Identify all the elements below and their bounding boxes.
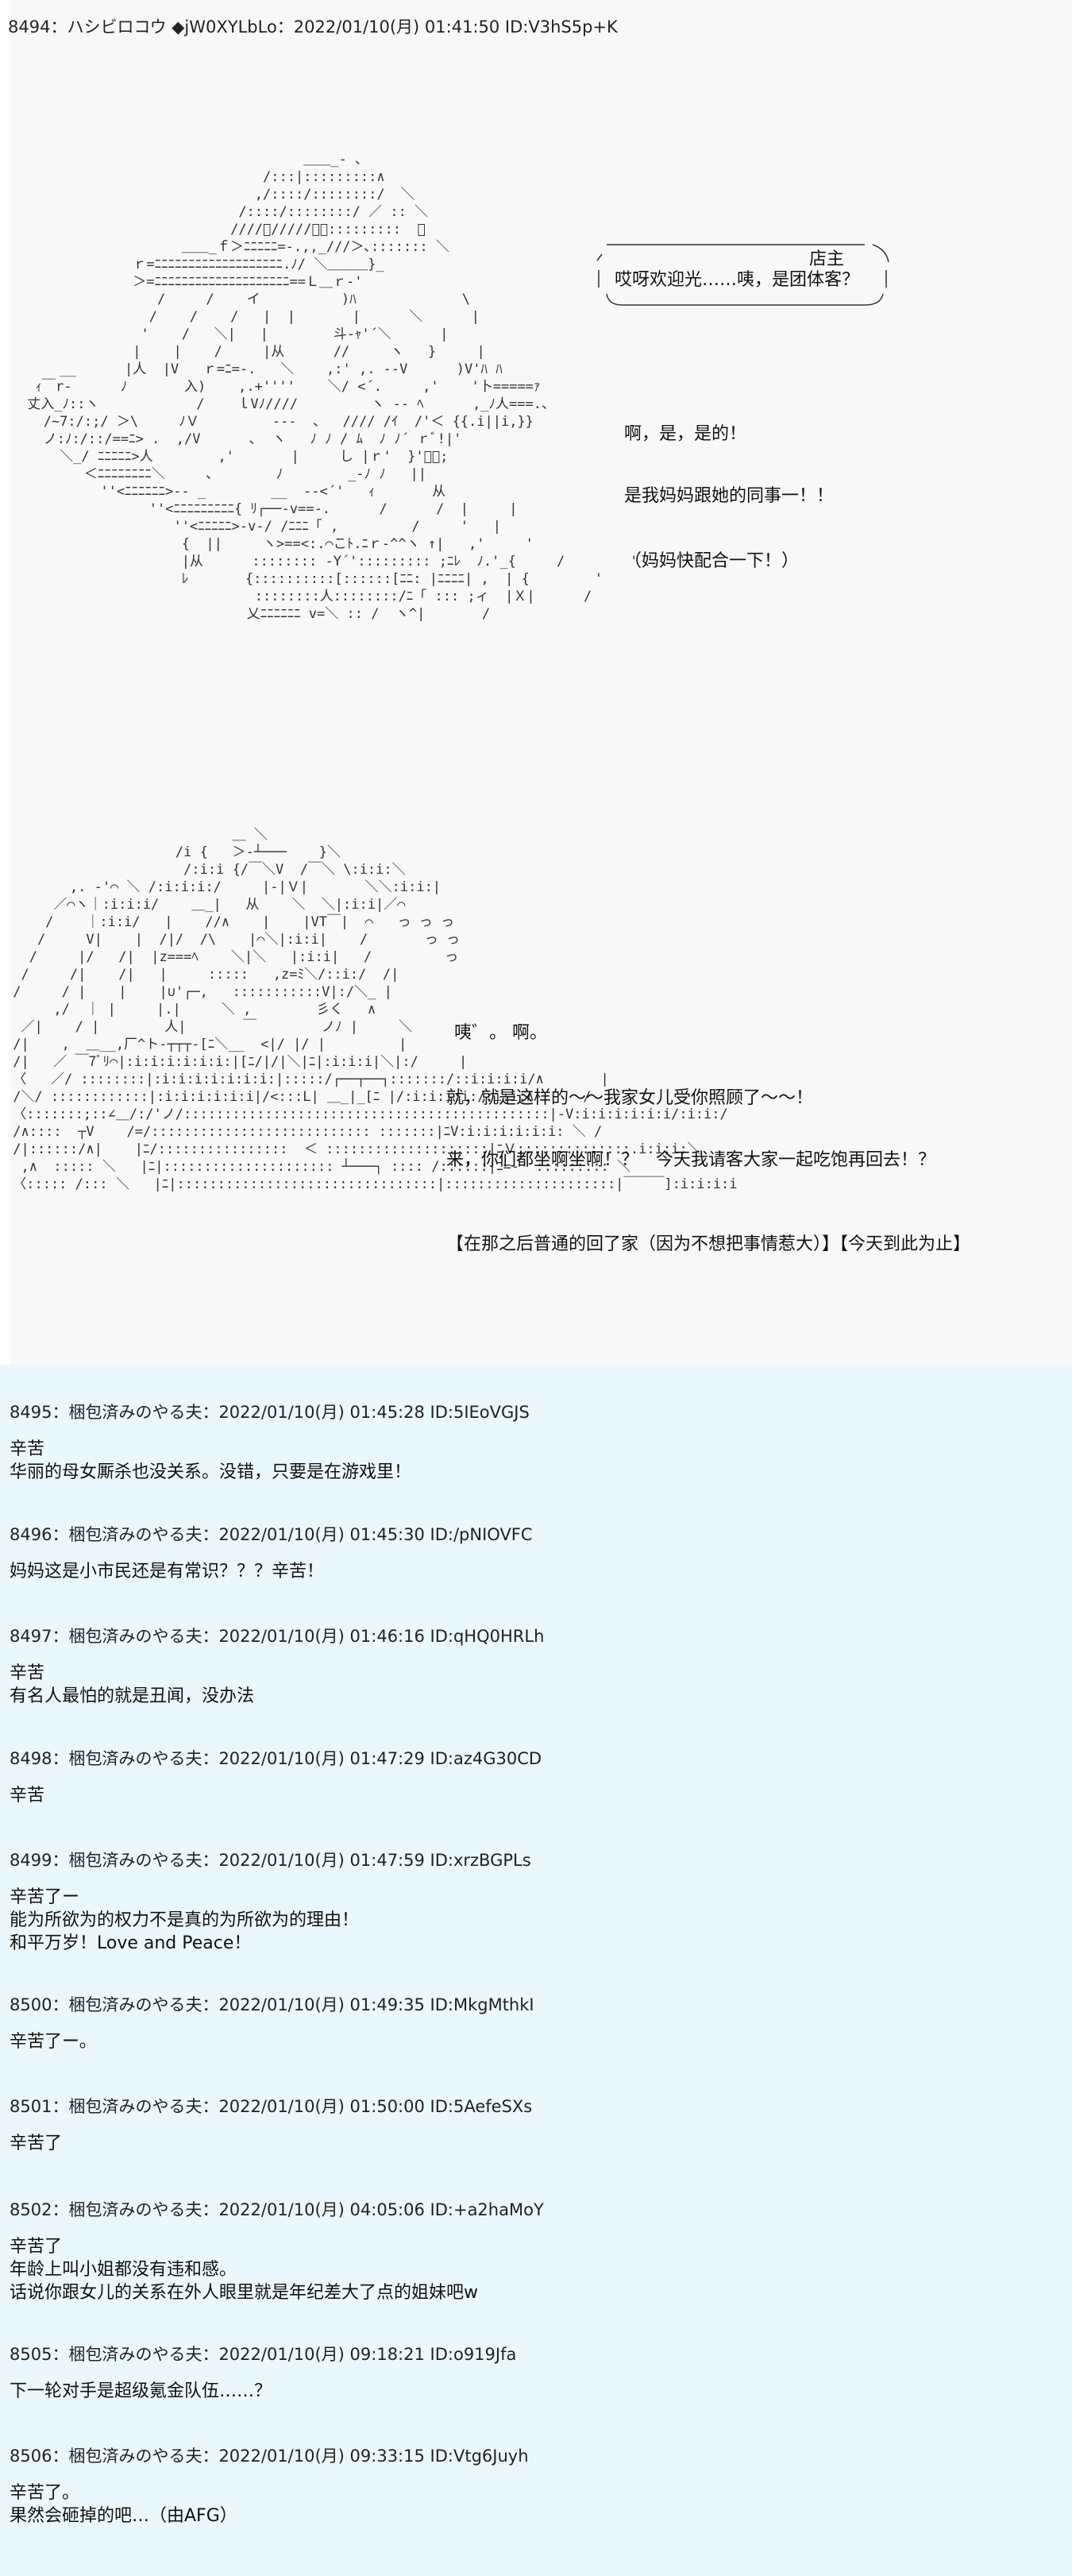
store-label: 店主 xyxy=(809,249,845,269)
reply-body: 辛苦了 xyxy=(10,2134,63,2153)
ascii-art-scene-2: ＿ ＼ /i { ＞‐┴─── }＼ /:i:i {/￣＼V /￣＼ \:i:i… xyxy=(13,827,738,1192)
scene1-line-1: 啊，是，是的！ xyxy=(624,424,747,444)
reply-body: 辛苦了年龄上叫小姐都没有违和感。话说你跟女儿的关系在外人眼里就是年纪差大了点的姐… xyxy=(10,2237,478,2303)
reply-header: 8502：梱包済みのやる夫：2022/01/10(月) 04:05:06 ID:… xyxy=(10,2200,544,2219)
reply-body: 辛苦了。果然会砸掉的吧…（由AFG） xyxy=(10,2483,237,2526)
ascii-art-scene-1: ＿＿_‐ 、 /:::|:::::::::∧ ,/::::/::::::::/ … xyxy=(27,152,638,622)
reply-8500: 8500：梱包済みのやる夫：2022/01/10(月) 01:49:35 ID:… xyxy=(10,1992,1058,2053)
reply-header: 8500：梱包済みのやる夫：2022/01/10(月) 01:49:35 ID:… xyxy=(10,1995,534,2014)
speech-bubble: 店主 哎呀欢迎光……咦，是团体客？ xyxy=(591,238,897,310)
reply-body: 辛苦华丽的母女厮杀也没关系。没错，只要是在游戏里！ xyxy=(10,1439,412,1482)
main-post: 8494：ハシビロコウ ◆jW0XYLbLo：2022/01/10(月) 01:… xyxy=(8,0,1072,1365)
speech-bubble-shape xyxy=(596,244,889,306)
post-header: 8494：ハシビロコウ ◆jW0XYLbLo：2022/01/10(月) 01:… xyxy=(8,17,618,37)
reply-8498: 8498：梱包済みのやる夫：2022/01/10(月) 01:47:29 ID:… xyxy=(10,1746,1058,1807)
scene2-line-1: 咦゛。 啊。 xyxy=(454,1023,547,1043)
reply-8495: 8495：梱包済みのやる夫：2022/01/10(月) 01:45:28 ID:… xyxy=(10,1400,1058,1484)
reply-header: 8498：梱包済みのやる夫：2022/01/10(月) 01:47:29 ID:… xyxy=(10,1749,542,1768)
reply-header: 8499：梱包済みのやる夫：2022/01/10(月) 01:47:59 ID:… xyxy=(10,1851,531,1870)
reply-body: 辛苦了ー能为所欲为的权力不是真的为所欲为的理由！和平万岁！Love and Pe… xyxy=(10,1887,360,1953)
bubble-text: 哎呀欢迎光……咦，是团体客？ xyxy=(615,270,860,290)
scene2-line-3: 来，你们都坐啊坐啊！？ 今天我请客大家一起吃饱再回去！？ xyxy=(446,1150,936,1170)
reply-body: 妈妈这是小市民还是有常识？？？辛苦！ xyxy=(10,1562,325,1582)
scene1-line-3: （妈妈快配合一下！） xyxy=(624,551,800,571)
reply-8502: 8502：梱包済みのやる夫：2022/01/10(月) 04:05:06 ID:… xyxy=(10,2197,1058,2304)
reply-body: 辛苦 xyxy=(10,1786,45,1806)
reply-8501: 8501：梱包済みのやる夫：2022/01/10(月) 01:50:00 ID:… xyxy=(10,2094,1058,2155)
scene2-line-4: 【在那之后普通的回了家（因为不想把事情惹大）】【今天到此为止】 xyxy=(446,1234,971,1254)
reply-header: 8506：梱包済みのやる夫：2022/01/10(月) 09:33:15 ID:… xyxy=(10,2447,529,2466)
reply-8506: 8506：梱包済みのやる夫：2022/01/10(月) 09:33:15 ID:… xyxy=(10,2443,1058,2528)
scene2-line-2: 就，就是这样的～～我家女儿受你照顾了～～！ xyxy=(446,1088,814,1108)
reply-8496: 8496：梱包済みのやる夫：2022/01/10(月) 01:45:30 ID:… xyxy=(10,1522,1058,1583)
reply-header: 8497：梱包済みのやる夫：2022/01/10(月) 01:46:16 ID:… xyxy=(10,1627,545,1646)
reply-header: 8501：梱包済みのやる夫：2022/01/10(月) 01:50:00 ID:… xyxy=(10,2097,533,2116)
reply-body: 辛苦了ー。 xyxy=(10,2032,97,2052)
replies-section: 8495：梱包済みのやる夫：2022/01/10(月) 01:45:28 ID:… xyxy=(0,1365,1072,2576)
reply-8505: 8505：梱包済みのやる夫：2022/01/10(月) 09:18:21 ID:… xyxy=(10,2342,1058,2403)
reply-header: 8496：梱包済みのやる夫：2022/01/10(月) 01:45:30 ID:… xyxy=(10,1525,533,1544)
reply-8497: 8497：梱包済みのやる夫：2022/01/10(月) 01:46:16 ID:… xyxy=(10,1624,1058,1708)
scene1-line-2: 是我妈妈跟她的同事一！！ xyxy=(624,486,835,506)
reply-8499: 8499：梱包済みのやる夫：2022/01/10(月) 01:47:59 ID:… xyxy=(10,1848,1058,1955)
reply-body: 辛苦有名人最怕的就是丑闻，没办法 xyxy=(10,1663,255,1706)
reply-header: 8505：梱包済みのやる夫：2022/01/10(月) 09:18:21 ID:… xyxy=(10,2345,517,2364)
reply-body: 下一轮对手是超级氪金队伍……？ xyxy=(10,2381,272,2401)
reply-header: 8495：梱包済みのやる夫：2022/01/10(月) 01:45:28 ID:… xyxy=(10,1403,530,1422)
